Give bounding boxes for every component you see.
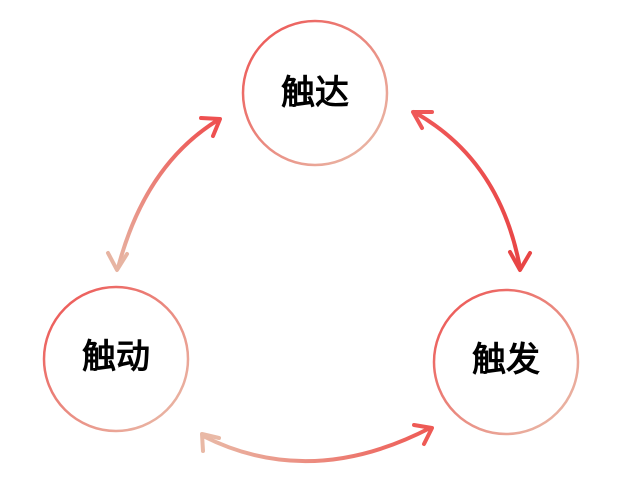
arc-left-line bbox=[116, 118, 220, 270]
node-top-ring bbox=[241, 19, 389, 167]
node-left-ring bbox=[42, 285, 190, 433]
arrowhead-bottom-right bbox=[412, 423, 434, 446]
arrowhead-left-top bbox=[199, 116, 222, 138]
arc-right-bidirectional bbox=[411, 110, 532, 272]
arc-left-bidirectional bbox=[106, 116, 222, 272]
arrowhead-right-bottom bbox=[508, 250, 532, 272]
arc-right-line bbox=[412, 110, 522, 270]
arrowhead-right-top bbox=[411, 110, 434, 130]
node-top: 触达 bbox=[241, 19, 389, 167]
node-left-label: 触动 bbox=[82, 337, 150, 377]
node-left: 触动 bbox=[42, 285, 190, 433]
arc-bottom-line bbox=[201, 426, 432, 464]
node-top-label: 触达 bbox=[281, 73, 349, 113]
arrowhead-bottom-left bbox=[200, 432, 221, 453]
node-right: 触发 bbox=[432, 288, 580, 436]
arrowhead-left-bottom bbox=[106, 251, 129, 272]
node-right-ring bbox=[432, 288, 580, 436]
node-right-label: 触发 bbox=[472, 340, 540, 380]
arc-bottom-bidirectional bbox=[200, 423, 434, 464]
